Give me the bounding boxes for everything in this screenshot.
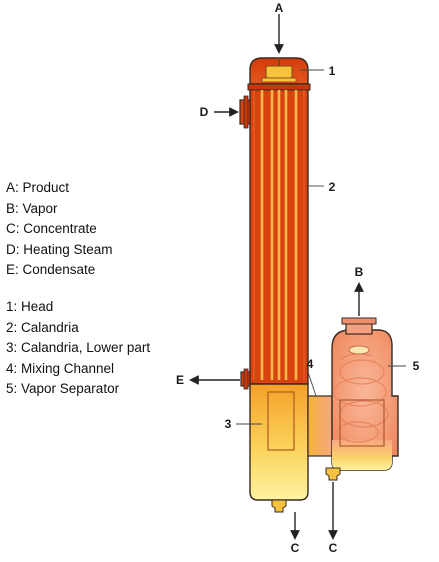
callout-C-left: C [291, 541, 300, 555]
legend-item-calandria: 2: Calandria [6, 319, 79, 335]
callout-part-5: 5 [413, 359, 420, 373]
legend-item-vapor: B: Vapor [6, 200, 58, 216]
callout-C-right: C [329, 541, 338, 555]
heating-tubes [260, 90, 298, 380]
calandria [239, 83, 311, 390]
callout-A: A [275, 1, 284, 15]
callout-B: B [355, 265, 364, 279]
callout-E: E [176, 373, 184, 387]
legend-item-vapor-separator: 5: Vapor Separator [6, 381, 120, 396]
legend-item-head: 1: Head [6, 299, 54, 314]
callout-D: D [200, 105, 209, 119]
flow-arrows [189, 14, 364, 540]
callout-part-3: 3 [225, 417, 232, 431]
head [249, 57, 309, 85]
legend-item-heating-steam: D: Heating Steam [6, 241, 113, 257]
calandria-lower-part [249, 383, 309, 513]
legend-item-mixing-channel: 4: Mixing Channel [6, 360, 115, 376]
callout-part-2: 2 [329, 180, 336, 194]
legend-item-product: A: Product [6, 180, 70, 195]
vapor-separator [325, 317, 399, 481]
callout-part-1: 1 [329, 64, 336, 78]
legend-item-condensate: E: Condensate [6, 262, 96, 277]
leader-lines [236, 69, 406, 425]
callout-part-4: 4 [307, 357, 314, 371]
legend-item-concentrate: C: Concentrate [6, 221, 97, 236]
legend-item-calandria-lower: 3: Calandria, Lower part [6, 340, 151, 355]
mixing-channel [307, 395, 333, 457]
legend-parts: 1: Head 2: Calandria 3: Calandria, Lower… [6, 297, 150, 400]
legend-streams: A: Product B: Vapor C: Concentrate D: He… [6, 178, 113, 281]
